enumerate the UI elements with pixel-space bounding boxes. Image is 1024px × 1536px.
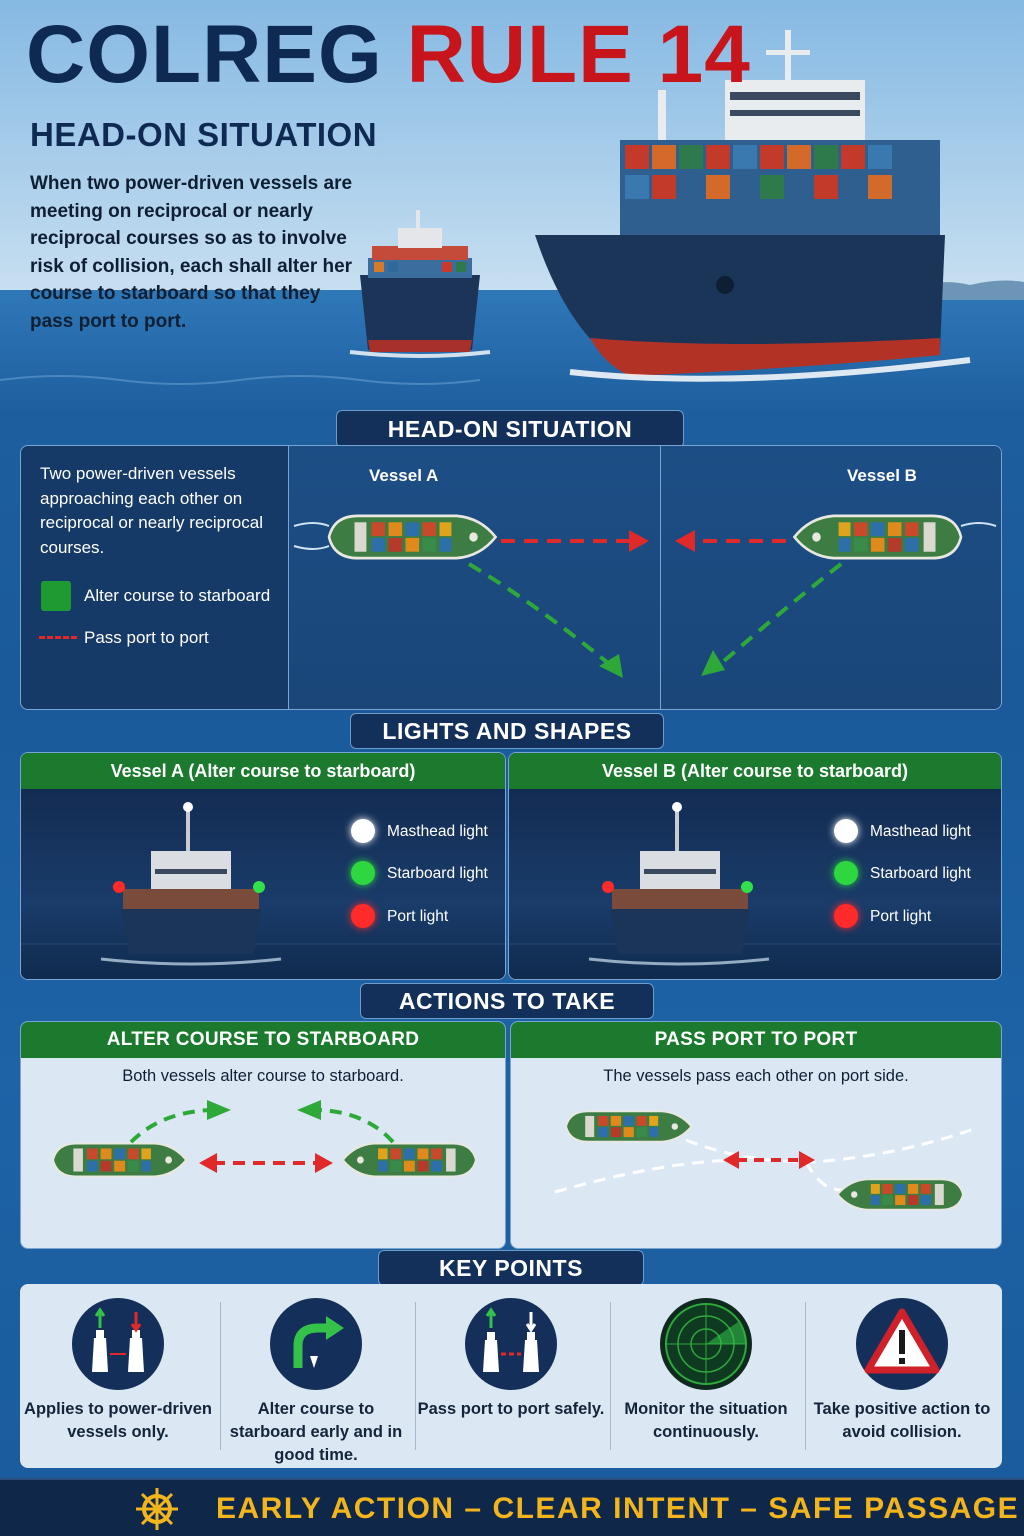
key-point-item: Alter course to starboard early and in g… bbox=[218, 1284, 414, 1468]
divider bbox=[220, 1302, 221, 1450]
main-ship bbox=[535, 30, 971, 382]
masthead-light-label: Masthead light bbox=[387, 823, 488, 840]
hero-ships-illustration bbox=[0, 30, 1024, 385]
masthead-light-dot bbox=[351, 819, 375, 843]
lights-panel-vessel-b: Vessel B (Alter course to starboard) Mas… bbox=[508, 752, 1002, 980]
masthead-light-label: Masthead light bbox=[870, 823, 971, 840]
key-point-item: Applies to power-driven vessels only. bbox=[20, 1284, 216, 1468]
divider bbox=[610, 1302, 611, 1450]
port-light-dot bbox=[351, 904, 375, 928]
starboard-light-label: Starboard light bbox=[870, 865, 971, 882]
starboard-light-dot bbox=[834, 861, 858, 885]
divider bbox=[415, 1302, 416, 1450]
night-scene-vessel-a: Masthead light Starboard light Port ligh… bbox=[21, 789, 505, 979]
section-title-actions: ACTIONS TO TAKE bbox=[360, 983, 654, 1019]
lights-vessel-b-title: Vessel B (Alter course to starboard) bbox=[509, 753, 1001, 789]
lights-vessel-a-title: Vessel A (Alter course to starboard) bbox=[21, 753, 505, 789]
key-point-text: Take positive action to avoid collision. bbox=[813, 1400, 991, 1441]
vessel-b-course-svg bbox=[675, 514, 997, 676]
head-on-description: Two power-driven vessels approaching eac… bbox=[40, 464, 263, 557]
starboard-light-label: Starboard light bbox=[387, 865, 488, 882]
key-points-panel: Applies to power-driven vessels only. Al… bbox=[20, 1284, 1002, 1468]
section-title-lights: LIGHTS AND SHAPES bbox=[350, 713, 664, 749]
port-light-dot bbox=[834, 904, 858, 928]
action-alter-starboard-panel: ALTER COURSE TO STARBOARD Both vessels a… bbox=[20, 1021, 506, 1249]
vessel-a-label: Vessel A bbox=[369, 466, 439, 485]
vessel-a-course-svg bbox=[293, 514, 649, 678]
divider bbox=[805, 1302, 806, 1450]
pass-port-icon bbox=[465, 1298, 557, 1390]
footer-slogan: EARLY ACTION – CLEAR INTENT – SAFE PASSA… bbox=[216, 1492, 1020, 1525]
head-on-legend: Two power-driven vessels approaching eac… bbox=[21, 446, 289, 709]
port-light-label: Port light bbox=[387, 908, 449, 925]
section-title-head-on: HEAD-ON SITUATION bbox=[336, 410, 684, 448]
vessels-icon bbox=[72, 1298, 164, 1390]
night-ship-a-svg bbox=[21, 802, 505, 966]
action-starboard-desc: Both vessels alter course to starboard. bbox=[122, 1067, 404, 1085]
action-port-desc: The vessels pass each other on port side… bbox=[603, 1067, 909, 1085]
section-title-key-points: KEY POINTS bbox=[378, 1250, 644, 1286]
subtitle: HEAD-ON SITUATION bbox=[30, 116, 378, 153]
distant-ship bbox=[349, 210, 491, 358]
head-on-panel: Two power-driven vessels approaching eac… bbox=[20, 445, 1002, 710]
warning-icon bbox=[856, 1298, 948, 1390]
action-port-title: PASS PORT TO PORT bbox=[511, 1022, 1001, 1058]
legend-port-label: Pass port to port bbox=[84, 628, 209, 647]
footer-banner: EARLY ACTION – CLEAR INTENT – SAFE PASSA… bbox=[0, 1478, 1024, 1536]
night-scene-vessel-b: Masthead light Starboard light Port ligh… bbox=[509, 789, 1001, 979]
key-point-text: Pass port to port safely. bbox=[417, 1400, 605, 1418]
hero-banner: COLREG RULE 14 HEAD-ON SITUATION When tw… bbox=[0, 0, 1024, 410]
rule-intro-text: When two power-driven vessels are meetin… bbox=[30, 173, 353, 332]
pass-port-diagram bbox=[554, 1110, 972, 1211]
masthead-light-dot bbox=[834, 819, 858, 843]
radar-icon bbox=[660, 1298, 752, 1390]
turn-starboard-icon bbox=[270, 1298, 362, 1390]
alter-starboard-diagram bbox=[51, 1100, 478, 1178]
main-title: COLREG RULE 14 bbox=[26, 9, 751, 100]
key-point-item: Pass port to port safely. bbox=[413, 1284, 609, 1468]
action-starboard-title: ALTER COURSE TO STARBOARD bbox=[21, 1022, 505, 1058]
key-point-item: Take positive action to avoid collision. bbox=[804, 1284, 1000, 1468]
vessel-a-diagram: Vessel A bbox=[289, 446, 661, 709]
legend-green-square bbox=[41, 581, 71, 611]
ship-wheel-icon bbox=[136, 1488, 178, 1530]
lights-panel-vessel-a: Vessel A (Alter course to starboard) Mas… bbox=[20, 752, 506, 980]
action-pass-port-panel: PASS PORT TO PORT The vessels pass each … bbox=[510, 1021, 1002, 1249]
key-point-text: Monitor the situation continuously. bbox=[624, 1400, 788, 1441]
vessel-b-label: Vessel B bbox=[847, 466, 917, 485]
key-point-text: Alter course to starboard early and in g… bbox=[229, 1400, 403, 1464]
legend-red-dash bbox=[39, 636, 77, 639]
key-point-text: Applies to power-driven vessels only. bbox=[24, 1400, 212, 1441]
starboard-light-dot bbox=[351, 861, 375, 885]
key-point-item: Monitor the situation continuously. bbox=[608, 1284, 804, 1468]
port-light-label: Port light bbox=[870, 908, 932, 925]
legend-starboard-label: Alter course to starboard bbox=[84, 586, 271, 605]
vessel-b-diagram: Vessel B bbox=[661, 446, 1001, 709]
night-ship-b-svg bbox=[509, 802, 1001, 966]
